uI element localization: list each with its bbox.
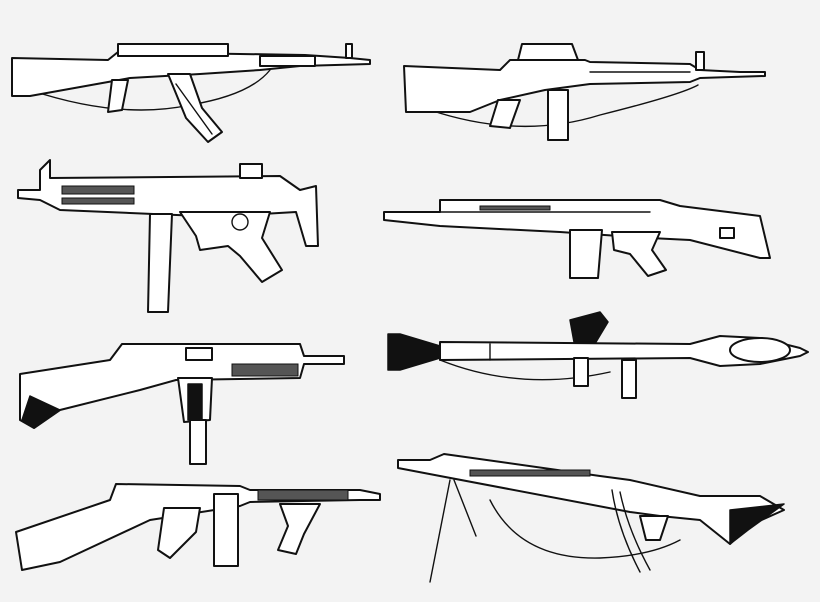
ak-rifle-icon	[11, 43, 371, 143]
tommy-gun-icon	[15, 483, 381, 571]
rpg-launcher-icon	[387, 311, 809, 399]
uzi-smg-icon	[19, 343, 345, 465]
m16-rifle-icon	[403, 43, 766, 141]
mp5-smg-icon	[17, 159, 319, 313]
battle-rifle-icon	[383, 199, 771, 279]
machine-gun-icon	[397, 453, 785, 583]
